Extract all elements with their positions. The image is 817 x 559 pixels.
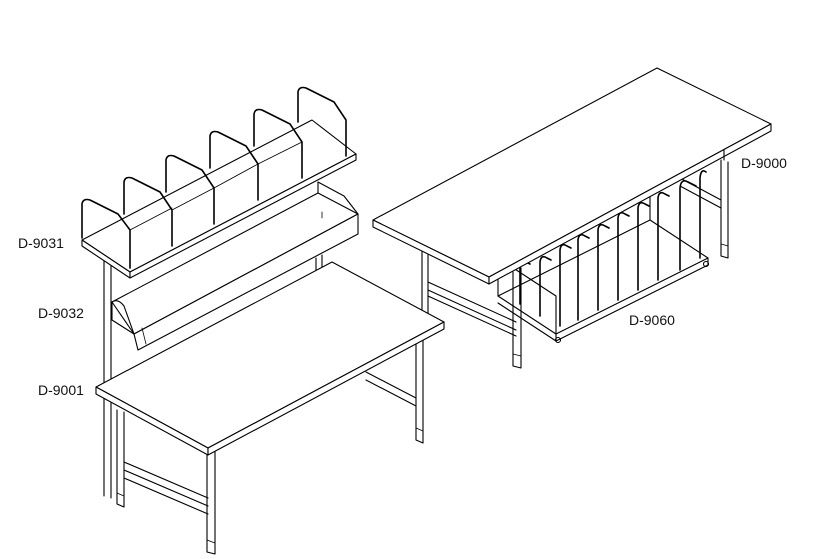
left-table-front-legs [116,409,216,555]
wire-sorter-rack [81,86,357,279]
right-table-front-legs [512,149,725,369]
right-table-top [372,67,772,285]
label-d9032: D-9032 [38,305,84,321]
left-table-back-leg [365,335,424,444]
label-d9060: D-9060 [629,312,675,328]
left-table [95,254,445,555]
riser-shelf [111,181,359,351]
label-d9001: D-9001 [38,382,84,398]
label-d9031: D-9031 [18,235,64,251]
right-table [372,67,772,369]
left-table-top [95,261,445,456]
label-d9000: D-9000 [741,155,787,171]
part-labels: D-9031 D-9032 D-9001 D-9000 D-9060 [18,155,787,398]
